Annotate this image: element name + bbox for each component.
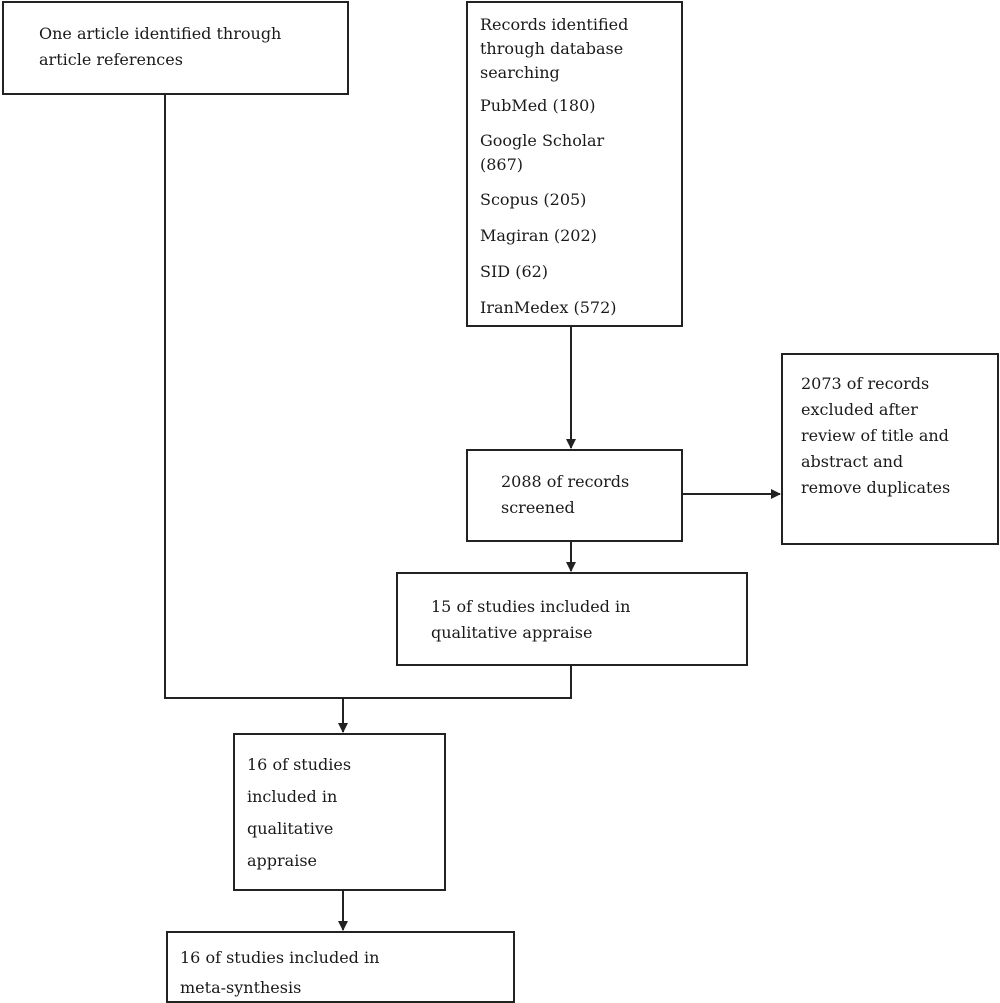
database-source-google-scholar: Google Scholar (867): [480, 131, 605, 174]
database-source-magiran: Magiran (202): [480, 226, 597, 245]
references-box: One article identified through article r…: [2, 1, 349, 95]
qualitative-appraise-15-box: 15 of studies included in qualitative ap…: [396, 572, 748, 666]
excluded-records-box: 2073 of records excluded after review of…: [781, 353, 999, 545]
excluded-line: remove duplicates: [801, 478, 951, 497]
qualitative-appraise-16-box: 16 of studies included in qualitative ap…: [233, 733, 446, 891]
database-header-line: searching: [480, 63, 560, 82]
references-line: One article identified through: [39, 24, 282, 43]
connector-qualitative-15-to-merge: [343, 666, 572, 699]
qualitative-15-line: qualitative appraise: [431, 623, 593, 642]
metasynthesis-line: 16 of studies included in: [180, 948, 380, 967]
excluded-line: 2073 of records: [801, 374, 930, 393]
qualitative-16-line: appraise: [247, 851, 318, 870]
database-header-line: through database: [480, 39, 624, 58]
excluded-line: review of title and: [801, 426, 949, 445]
screened-records-box: 2088 of records screened: [466, 449, 683, 542]
meta-synthesis-box: 16 of studies included in meta-synthesis: [166, 931, 515, 1003]
database-header: Records identified through database sear…: [480, 13, 673, 85]
qualitative-16-line: 16 of studies: [247, 755, 352, 774]
database-source-pubmed: PubMed (180): [480, 96, 596, 115]
database-source-sid: SID (62): [480, 262, 549, 281]
database-source-scopus: Scopus (205): [480, 190, 587, 209]
screened-line: screened: [501, 498, 575, 517]
qualitative-16-line: qualitative: [247, 819, 334, 838]
connector-references-to-merge: [164, 95, 343, 699]
screened-line: 2088 of records: [501, 472, 630, 491]
qualitative-16-line: included in: [247, 787, 338, 806]
references-line: article references: [39, 50, 183, 69]
database-search-box: Records identified through database sear…: [466, 1, 683, 327]
excluded-line: excluded after: [801, 400, 918, 419]
database-source-iranmedex: IranMedex (572): [480, 298, 617, 317]
database-header-line: Records identified: [480, 15, 629, 34]
qualitative-15-line: 15 of studies included in: [431, 597, 631, 616]
metasynthesis-line: meta-synthesis: [180, 978, 302, 997]
excluded-line: abstract and: [801, 452, 904, 471]
